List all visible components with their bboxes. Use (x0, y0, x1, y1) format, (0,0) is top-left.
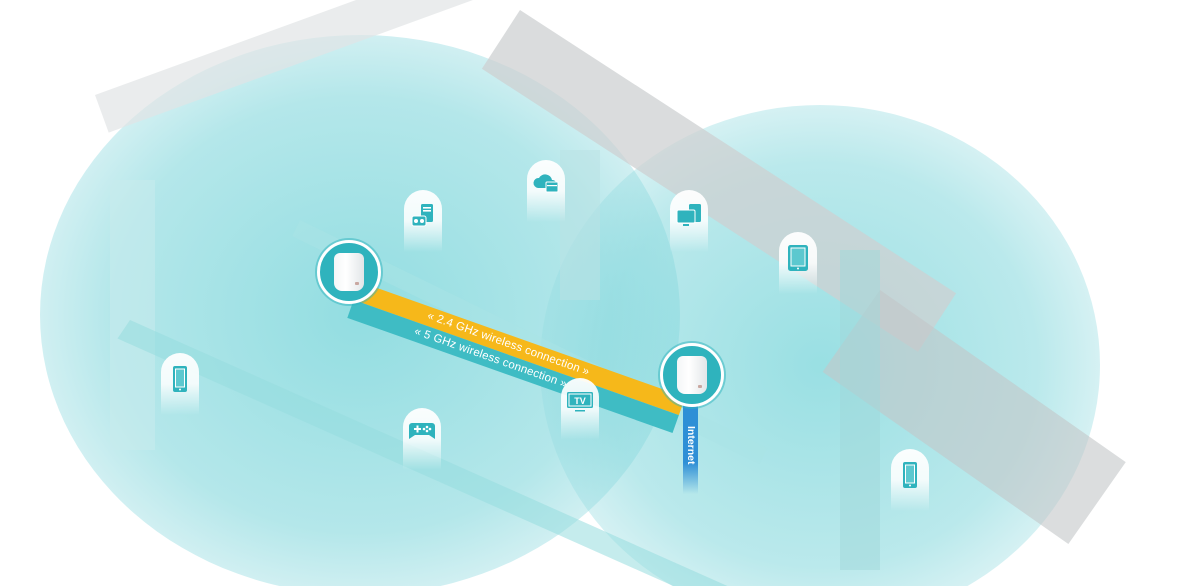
tablet-icon (788, 245, 808, 271)
svg-text:TV: TV (574, 396, 586, 406)
device-pin-cloud (527, 160, 565, 222)
gaming-pc-icon (411, 204, 433, 227)
internet-line (683, 404, 698, 494)
cloud-storage-icon (533, 174, 559, 193)
smartphone-icon (903, 462, 917, 488)
device-pin-tv: TV (561, 378, 599, 440)
gamepad-icon (409, 423, 435, 439)
house-wall-left (110, 180, 155, 450)
mesh-unit-downstairs (660, 343, 724, 407)
mesh-unit-upstairs (317, 240, 381, 304)
device-pin-smartphone-garage (891, 449, 929, 511)
tv-icon: TV (567, 392, 593, 412)
internet-label: Internet (685, 425, 697, 465)
device-pin-gaming-pc (404, 190, 442, 252)
device-pin-smartphone (161, 353, 199, 415)
mesh-router-icon (677, 356, 707, 394)
smartphone-icon (173, 366, 187, 392)
device-pin-game-console (403, 408, 441, 470)
device-pin-tablet (779, 232, 817, 294)
house-wall-middle (560, 150, 600, 300)
device-pin-computer (670, 190, 708, 252)
computer-icon (676, 204, 701, 226)
house-wall-right (840, 250, 880, 570)
mesh-router-icon (334, 253, 364, 291)
coverage-zone-right (540, 105, 1100, 586)
